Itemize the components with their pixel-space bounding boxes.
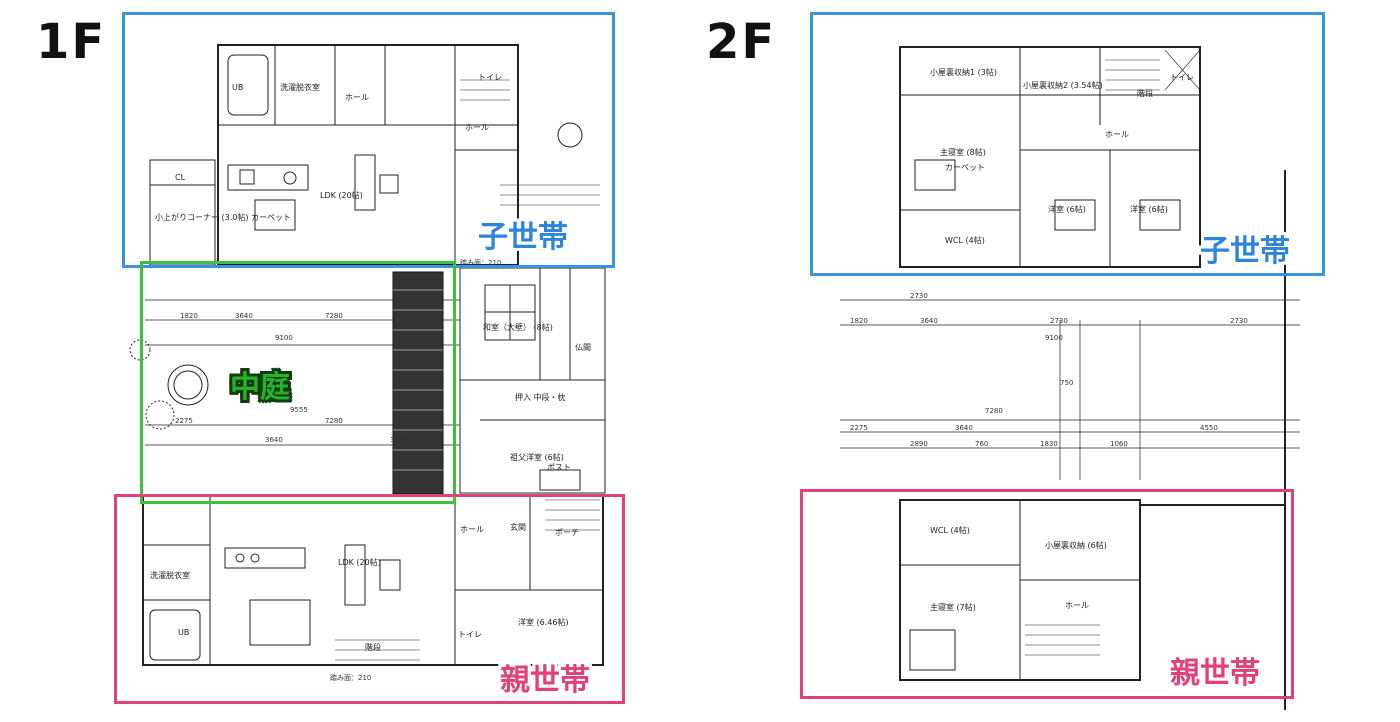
dim2-760: 760 xyxy=(975,440,988,448)
room-laundry-1f: 洗濯脱衣室 xyxy=(280,82,320,92)
room-master-parent: 主寝室 (7帖) xyxy=(930,602,976,612)
room-kotatsu: 小上がりコーナー (3.0帖) カーペット xyxy=(155,212,291,222)
zone-label-garden-1f: 中庭 xyxy=(230,370,290,405)
room-butsuma: 仏間 xyxy=(575,343,591,352)
room-hall-top: ホール xyxy=(345,93,369,102)
dim2-2730a: 2730 xyxy=(910,292,928,300)
zone-child-2f xyxy=(810,12,1325,276)
room-washitsu: 和室（大壁） (8帖) xyxy=(483,322,553,332)
dim2-2730c: 2730 xyxy=(1230,317,1248,325)
dim-7280b: 7280 xyxy=(325,417,343,425)
dim2-9100: 9100 xyxy=(1045,334,1063,342)
room-attic1: 小屋裏収納1 (3帖) xyxy=(930,67,997,77)
room-kaidan-1f: 階段 xyxy=(365,642,381,652)
room-toilet-parent: トイレ xyxy=(458,630,482,639)
room-cl-1f: CL xyxy=(175,173,186,182)
room-hall-right: ホール xyxy=(465,123,489,132)
dim2-1820: 1820 xyxy=(850,317,868,325)
dim-3640a: 3640 xyxy=(235,312,253,320)
room-ldk-child: LDK (20帖) xyxy=(320,190,363,200)
floor-label-2f: 2F xyxy=(706,14,777,70)
zone-label-parent-2f: 親世帯 xyxy=(1170,656,1260,691)
dim-9555: 9555 xyxy=(290,406,308,414)
room-porch: ポーチ xyxy=(555,528,579,537)
zone-child-1f xyxy=(122,12,615,268)
room-genkan: 玄関 xyxy=(510,522,526,532)
dim-fumidai-bottom: 踏み面：210 xyxy=(330,673,371,682)
zone-label-parent-1f: 親世帯 xyxy=(500,663,590,698)
dim-1820: 1820 xyxy=(180,312,198,320)
floor-plan-1f-drawing: UB 洗濯脱衣室 ホール トイレ ホール LDK (20帖) CL 小上がりコー… xyxy=(129,44,606,682)
dim-3640c: 3640 xyxy=(390,436,408,444)
room-ldk-parent: LDK (20帖) xyxy=(338,557,381,567)
dim2-7280: 7280 xyxy=(985,407,1003,415)
dim2-3640b: 3640 xyxy=(955,424,973,432)
zone-parent-1f xyxy=(114,494,625,704)
dim2-1060: 1060 xyxy=(1110,440,1128,448)
room-hall-mid: ホール xyxy=(460,525,484,534)
dim-2275: 2275 xyxy=(175,417,193,425)
room-master-child: 主寝室 (8帖) xyxy=(940,147,986,157)
room-hall-2f: ホール xyxy=(1105,130,1129,139)
dim2-2890: 2890 xyxy=(910,440,928,448)
dim2-1830: 1830 xyxy=(1040,440,1058,448)
deck-hatch xyxy=(392,271,444,495)
dim-3640b: 3640 xyxy=(265,436,283,444)
room-western2: 洋室 (6帖) xyxy=(1130,204,1168,214)
dim2-2275: 2275 xyxy=(850,424,868,432)
room-oshiire: 押入 中段・枕 xyxy=(515,392,566,402)
floor-plan-2f: 小屋裏収納1 (3帖) 小屋裏収納2 (3.54帖) 階段 トイレ 主寝室 (8… xyxy=(700,0,1400,722)
room-kaidan-2f: 階段 xyxy=(1137,88,1153,98)
dim2-750: 750 xyxy=(1060,379,1073,387)
room-attic2: 小屋裏収納2 (3.54帖) xyxy=(1023,80,1103,90)
dim2-2730b: 2730 xyxy=(1050,317,1068,325)
room-attic-parent: 小屋裏収納 (6帖) xyxy=(1045,540,1107,550)
room-wcl-parent: WCL (4帖) xyxy=(930,525,970,535)
floor-label-1f: 1F xyxy=(36,14,107,70)
room-toilet-2f: トイレ xyxy=(1170,73,1194,82)
dim-9100: 9100 xyxy=(275,334,293,342)
room-western1: 洋室 (6帖) xyxy=(1048,204,1086,214)
room-carpet: カーペット xyxy=(945,163,985,172)
dim2-4550: 4550 xyxy=(1200,424,1218,432)
zone-label-child-1f: 子世帯 xyxy=(478,220,568,255)
room-hall-parent: ホール xyxy=(1065,601,1089,610)
room-grandfather: 祖父洋室 (6帖) xyxy=(510,452,564,462)
room-laundry-parent: 洗濯脱衣室 xyxy=(150,570,190,580)
zone-label-child-2f: 子世帯 xyxy=(1200,234,1290,269)
room-post: ポスト xyxy=(547,463,571,472)
floor-plan-1f: UB 洗濯脱衣室 ホール トイレ ホール LDK (20帖) CL 小上がりコー… xyxy=(36,12,625,704)
zone-parent-2f xyxy=(800,489,1294,699)
room-ub-1f: UB xyxy=(232,83,243,92)
room-toilet-top: トイレ xyxy=(478,73,502,82)
dim2-3640: 3640 xyxy=(920,317,938,325)
dim-7280a: 7280 xyxy=(325,312,343,320)
room-wcl-child: WCL (4帖) xyxy=(945,235,985,245)
room-ub-parent: UB xyxy=(178,628,189,637)
dim-fumidai-top: 踏み面：210 xyxy=(460,258,501,267)
floor-plan-2f-drawing: 小屋裏収納1 (3帖) 小屋裏収納2 (3.54帖) 階段 トイレ 主寝室 (8… xyxy=(840,46,1300,710)
room-yoshitsu: 洋室 (6.46帖) xyxy=(518,617,569,627)
zone-garden-1f xyxy=(140,261,456,504)
